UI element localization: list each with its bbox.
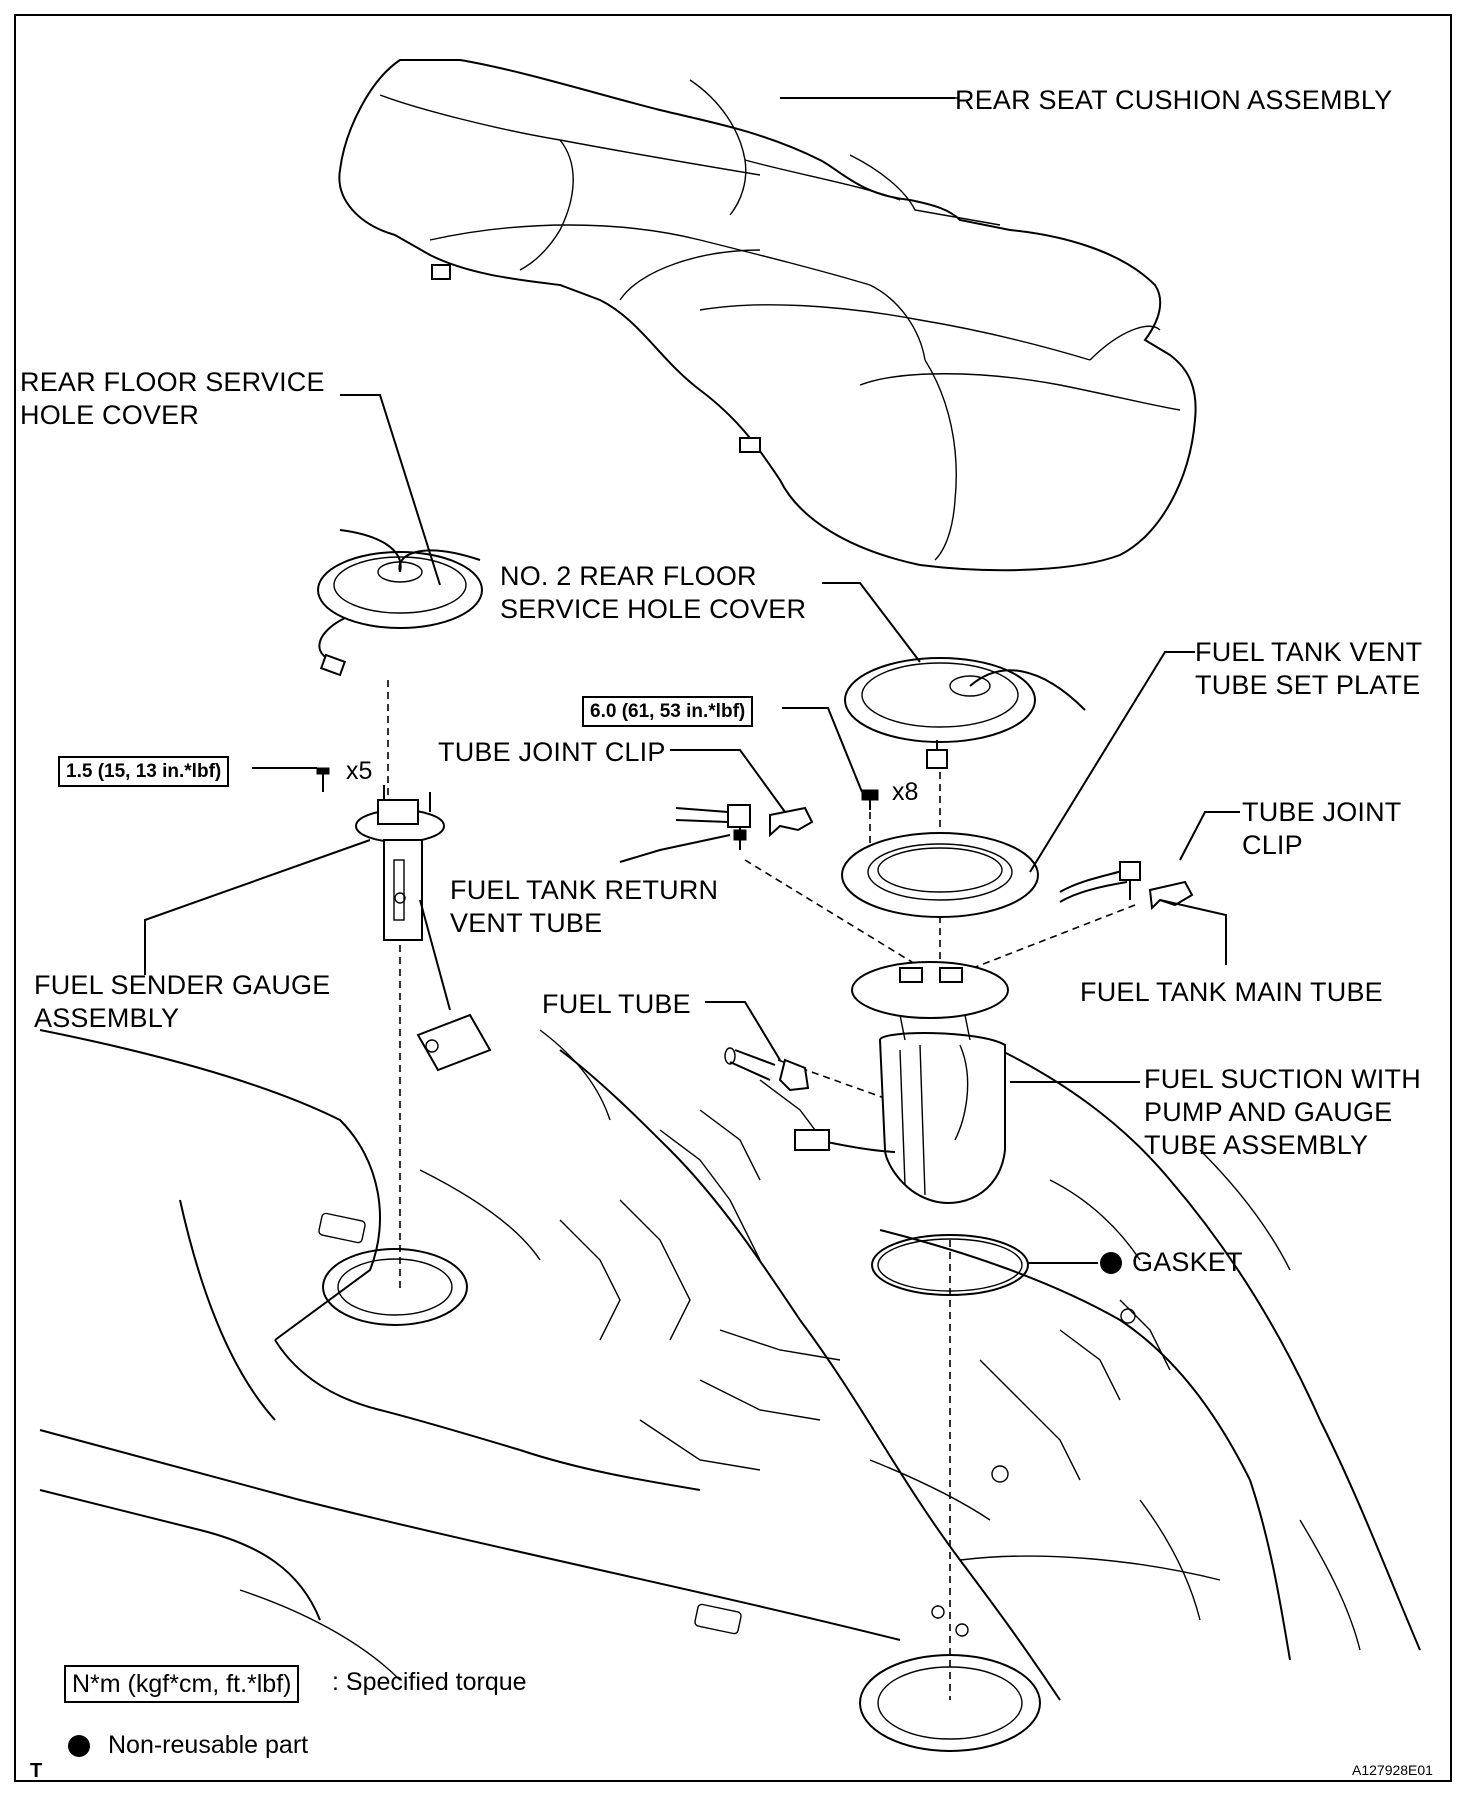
torque-box-set-plate-bolts: 6.0 (61, 53 in.*lbf): [582, 696, 754, 727]
label-tube-joint-clip-left: TUBE JOINT CLIP: [438, 737, 666, 767]
non-reusable-marker-gasket: [1100, 1252, 1122, 1274]
diagram-frame: [14, 14, 1452, 1782]
assembly-guide-lines: [387, 680, 1136, 1700]
label-tube-joint-clip-right: TUBE JOINT CLIP: [1242, 797, 1402, 860]
fuel-sender-gauge-drawing: [316, 767, 492, 1072]
return-vent-tube-drawing: [675, 804, 814, 850]
label-gasket: GASKET: [1132, 1247, 1243, 1277]
label-rear-seat-cushion: REAR SEAT CUSHION ASSEMBLY: [955, 85, 1393, 115]
legend-non-reusable-dot: [68, 1735, 90, 1757]
rear-floor-service-hole-cover-drawing: [317, 529, 483, 677]
figure-code: A127928E01: [1352, 1762, 1433, 1778]
torque-box-sender-bolts: 1.5 (15, 13 in.*lbf): [58, 756, 230, 787]
label-rear-floor-service-hole-cover: REAR FLOOR SERVICE HOLE COVER: [20, 367, 325, 430]
label-fuel-sender-gauge-assembly: FUEL SENDER GAUGE ASSEMBLY: [34, 970, 331, 1033]
qty-sender-bolts: x5: [346, 757, 373, 785]
vehicle-floor-drawing: [39, 1029, 1421, 1752]
label-no2-rear-floor-service-hole-cover: NO. 2 REAR FLOOR SERVICE HOLE COVER: [500, 561, 807, 624]
label-fuel-tank-main-tube: FUEL TANK MAIN TUBE: [1080, 977, 1383, 1007]
leader-lines: [144, 97, 1240, 1264]
legend-non-reusable-desc: Non-reusable part: [108, 1731, 309, 1759]
corner-mark-left: T: [30, 1760, 43, 1782]
gasket-drawing: [871, 1234, 1029, 1296]
legend-torque-box: N*m (kgf*cm, ft.*lbf): [64, 1665, 300, 1703]
label-fuel-tank-return-vent-tube: FUEL TANK RETURN VENT TUBE: [450, 875, 719, 938]
legend-torque-desc: : Specified torque: [332, 1668, 527, 1696]
vent-tube-set-plate-drawing: [841, 789, 1039, 918]
rear-seat-cushion-drawing: [338, 59, 1197, 572]
no2-service-hole-cover-drawing: [844, 657, 1086, 769]
label-fuel-suction-assembly: FUEL SUCTION WITH PUMP AND GAUGE TUBE AS…: [1144, 1064, 1421, 1160]
label-fuel-tube: FUEL TUBE: [542, 989, 691, 1019]
label-fuel-tank-vent-tube-set-plate: FUEL TANK VENT TUBE SET PLATE: [1195, 637, 1423, 700]
main-tube-drawing: [1059, 861, 1194, 911]
qty-set-plate-bolts: x8: [892, 778, 919, 806]
fuel-pump-assembly-drawing: [724, 961, 1009, 1204]
